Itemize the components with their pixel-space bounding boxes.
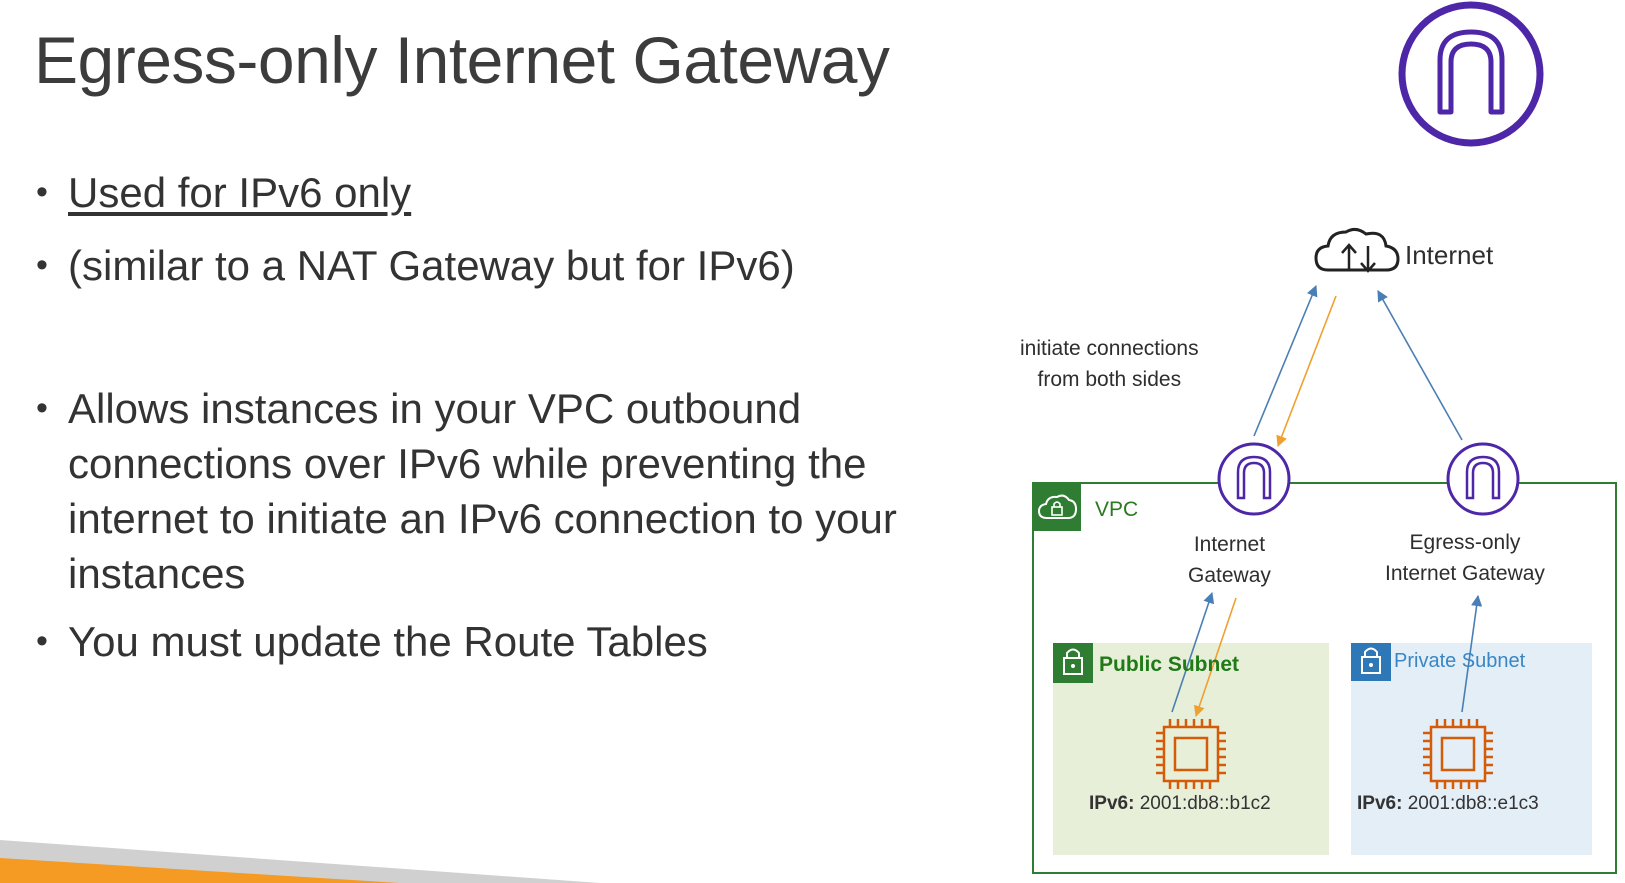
label-line: Egress-only <box>1409 531 1521 554</box>
vpc-label: VPC <box>1095 498 1139 521</box>
private-subnet-label: Private Subnet <box>1394 650 1526 672</box>
egress-only-gateway-label: Egress-only Internet Gateway <box>1385 527 1545 589</box>
internet-gateway-icon <box>1446 442 1520 516</box>
public-subnet-label: Public Subnet <box>1099 653 1240 676</box>
bullet-item: • (similar to a NAT Gateway but for IPv6… <box>34 238 914 293</box>
slide-title: Egress-only Internet Gateway <box>34 23 890 97</box>
ip-prefix: IPv6: <box>1357 793 1403 814</box>
annotation-line: from both sides <box>1037 368 1182 391</box>
arrow-internet-to-igw <box>1276 295 1337 448</box>
internet-gateway-icon <box>1398 1 1544 147</box>
arrow-igw-to-instance <box>1193 597 1237 718</box>
bullet-dot: • <box>36 389 48 427</box>
bullet-item: • Used for IPv6 only <box>34 165 914 220</box>
ip-address: 2001:db8::b1c2 <box>1139 793 1271 814</box>
bullet-text: (similar to a NAT Gateway but for IPv6) <box>68 242 795 289</box>
arrow-instance-to-igw <box>1171 591 1215 713</box>
annotation-initiate-both-sides: initiate connections from both sides <box>1020 333 1199 395</box>
decorative-orange-bar <box>0 858 400 883</box>
ip-address: 2001:db8::e1c3 <box>1407 793 1539 814</box>
ec2-instance-icon <box>1156 719 1226 789</box>
internet-gateway-icon <box>1217 442 1291 516</box>
public-subnet-box <box>1053 643 1329 855</box>
cloud-icon <box>1314 227 1400 273</box>
lock-icon <box>1053 643 1093 683</box>
lock-icon <box>1351 643 1391 681</box>
label-line: Gateway <box>1188 564 1271 587</box>
private-subnet-box <box>1351 643 1592 855</box>
arrow-instance-to-eigw <box>1461 594 1483 713</box>
vpc-box <box>1032 482 1617 874</box>
bullet-text: Allows instances in your VPC outbound co… <box>68 385 897 597</box>
arrow-eigw-to-internet <box>1377 290 1463 441</box>
annotation-line: initiate connections <box>1020 337 1199 360</box>
internet-label: Internet <box>1405 240 1494 270</box>
bullet-text: Used for IPv6 only <box>68 169 412 216</box>
ip-prefix: IPv6: <box>1089 793 1135 814</box>
bullet-item: • You must update the Route Tables <box>34 614 914 669</box>
bullet-dot: • <box>36 173 48 211</box>
label-line: Internet Gateway <box>1385 562 1545 585</box>
bullet-item: • Allows instances in your VPC outbound … <box>34 381 914 601</box>
internet-gateway-label: Internet Gateway <box>1188 529 1271 591</box>
bullet-dot: • <box>36 622 48 660</box>
arrow-igw-to-internet <box>1253 284 1318 437</box>
bullet-text: You must update the Route Tables <box>68 618 708 665</box>
label-line: Internet <box>1193 533 1266 556</box>
ec2-instance-icon <box>1423 719 1493 789</box>
public-instance-ip: IPv6: 2001:db8::b1c2 <box>1089 793 1271 815</box>
bullet-dot: • <box>36 246 48 284</box>
private-instance-ip: IPv6: 2001:db8::e1c3 <box>1357 793 1539 815</box>
vpc-cloud-lock-icon <box>1033 483 1081 531</box>
